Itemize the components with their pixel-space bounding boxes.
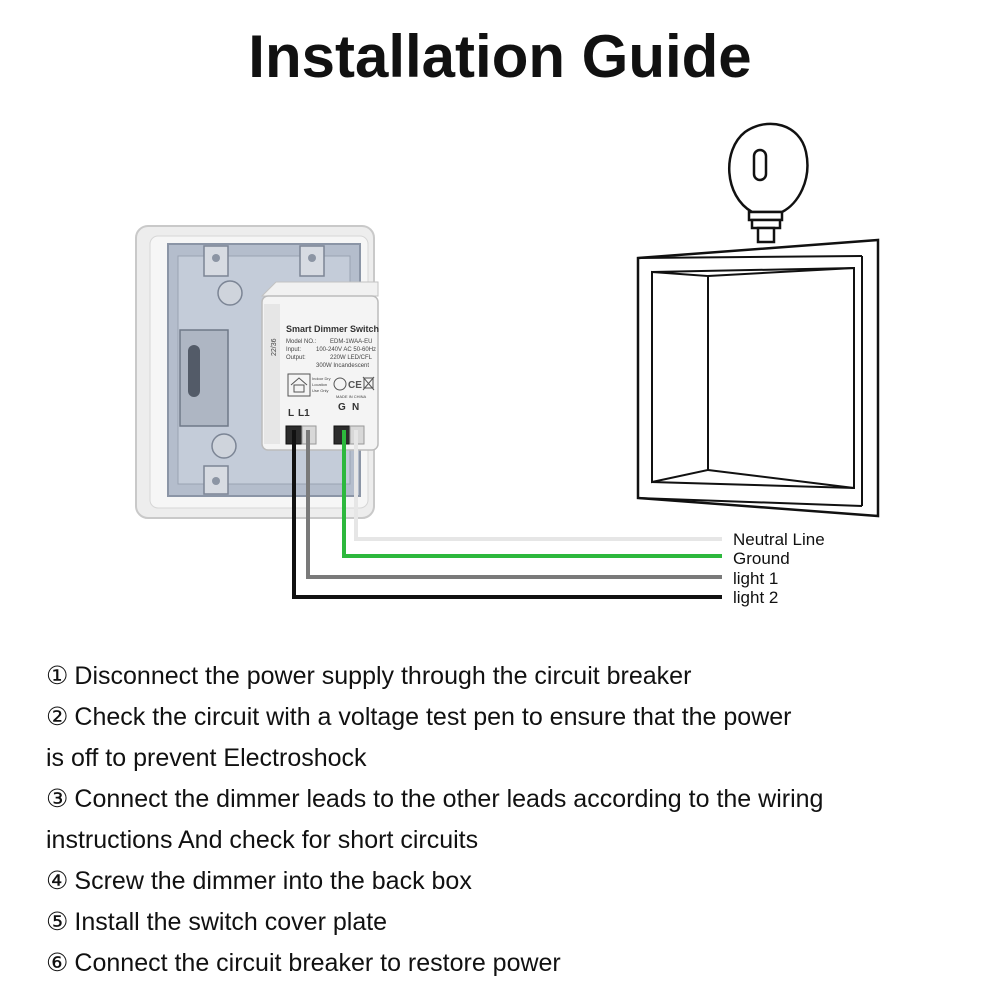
light-2-wire [292, 430, 722, 599]
svg-text:220W LED/CFL: 220W LED/CFL [330, 355, 373, 361]
ce-mark-icon: CE [348, 380, 362, 391]
neutral-line-wire [354, 430, 722, 541]
back-box [636, 238, 880, 518]
dimmer-module: 22/36 Smart Dimmer Switch Model NO.: EDM… [260, 281, 379, 451]
wires [292, 430, 722, 599]
recycle-bin-icon [363, 377, 374, 389]
light-1-wire [306, 430, 722, 579]
svg-text:300W Incandescent: 300W Incandescent [316, 363, 369, 369]
svg-text:Model NO.:: Model NO.: [286, 339, 317, 345]
side-code: 22/36 [271, 338, 278, 356]
terminal-l1-label: L1 [298, 408, 310, 419]
certification-icon [333, 377, 347, 391]
svg-text:MADE IN CHINA: MADE IN CHINA [336, 394, 367, 399]
svg-text:Use Only: Use Only [312, 388, 328, 393]
svg-text:EDM-1WAA-EU: EDM-1WAA-EU [330, 339, 372, 345]
svg-text:Input:: Input: [286, 347, 301, 353]
wiring-diagram: 22/36 Smart Dimmer Switch Model NO.: EDM… [135, 122, 880, 607]
wire-label-light-2: light 2 [733, 588, 778, 607]
step-2-continued: is off to prevent Electroshock [46, 744, 367, 772]
svg-text:Output:: Output: [286, 355, 306, 361]
ground-wire [342, 430, 722, 558]
svg-text:Location: Location [312, 382, 327, 387]
terminal-g-label: G [338, 402, 346, 413]
wire-label-ground: Ground [733, 549, 790, 568]
light-bulb-icon [727, 122, 809, 244]
wire-label-light-1: light 1 [733, 569, 778, 588]
svg-text:100-240V AC 50-60Hz: 100-240V AC 50-60Hz [316, 347, 376, 353]
terminal-n-label: N [352, 402, 359, 413]
svg-text:Indoor Dry: Indoor Dry [312, 376, 331, 381]
terminal-l-label: L [288, 408, 294, 419]
device-name: Smart Dimmer Switch [286, 324, 379, 334]
step-3-continued: instructions And check for short circuit… [46, 826, 479, 854]
indoor-use-icon [287, 373, 311, 397]
wire-label-neutral: Neutral Line [733, 530, 825, 549]
page-title: Installation Guide [248, 23, 752, 90]
